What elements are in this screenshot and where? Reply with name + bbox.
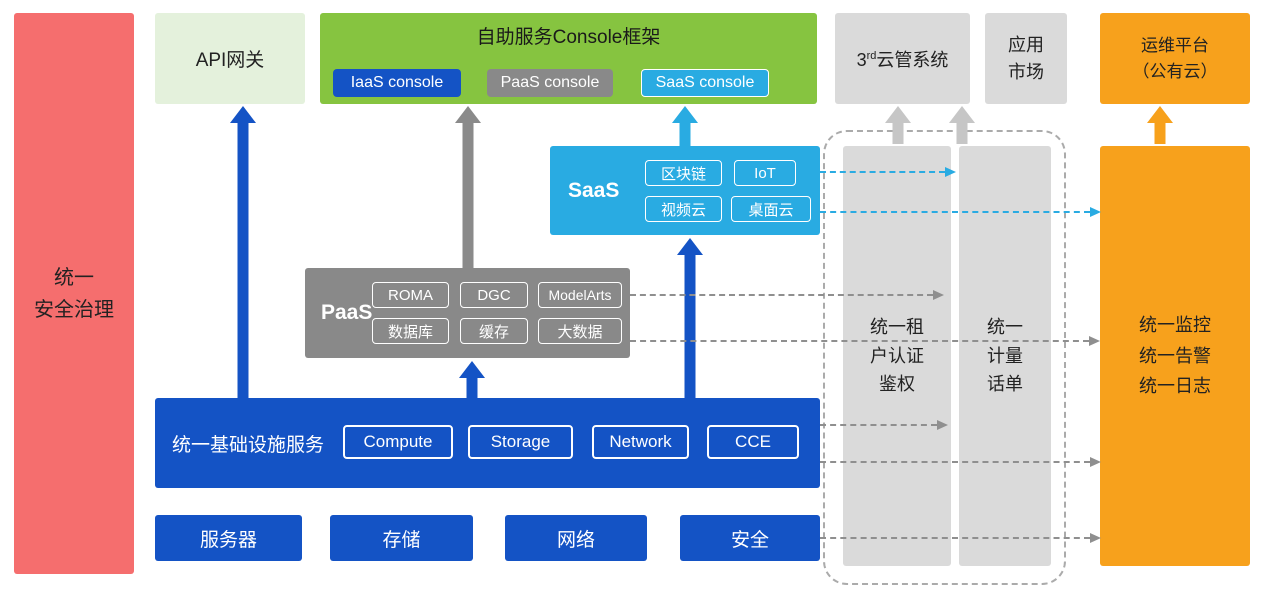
bigdata-chip: 大数据 <box>538 318 622 344</box>
paas-console-chip: PaaS console <box>487 69 613 97</box>
dgc-chip: DGC <box>460 282 528 308</box>
paas-box: PaaS ROMA DGC ModelArts 数据库 缓存 大数据 <box>305 268 630 358</box>
security-governance-bar: 统一 安全治理 <box>14 13 134 574</box>
infra-to-api-gateway-arrow <box>229 106 257 398</box>
monitoring-pillar-label: 统一监控 统一告警 统一日志 <box>1139 315 1211 397</box>
third-party-cms-box: 3rd云管系统 <box>835 13 970 104</box>
paas-to-billing-dashed-arrow <box>630 290 944 300</box>
saas-console-chip: SaaS console <box>641 69 769 97</box>
iot-chip: IoT <box>734 160 796 186</box>
integration-dashed-container <box>823 130 1066 585</box>
cache-chip: 缓存 <box>460 318 528 344</box>
security-box: 安全 <box>680 515 820 561</box>
iaas-console-chip: IaaS console <box>333 69 461 97</box>
console-frame-box: 自助服务Console框架 IaaS console PaaS console … <box>320 13 817 104</box>
network-box: 网络 <box>505 515 647 561</box>
paas-to-monitoring-dashed-arrow <box>630 336 1100 346</box>
api-gateway-label: API网关 <box>195 50 265 71</box>
saas-to-monitoring-dashed-arrow <box>820 207 1101 217</box>
cce-chip: CCE <box>707 425 799 459</box>
security-to-monitoring-dashed-arrow <box>820 533 1101 543</box>
app-market-box: 应用 市场 <box>985 13 1067 104</box>
monitoring-to-ops-arrow <box>1146 106 1174 144</box>
saas-box: SaaS 区块链 IoT 视频云 桌面云 <box>550 146 820 235</box>
saas-label: SaaS <box>568 178 620 202</box>
third-party-cms-rest: 云管系统 <box>876 49 949 70</box>
third-party-cms-sup: rd <box>866 49 877 62</box>
paas-label: PaaS <box>321 301 373 324</box>
app-market-label: 应用 市场 <box>1008 34 1044 82</box>
auth-pillar-label: 统一租 户认证 鉴权 <box>870 316 924 395</box>
desktop-cloud-chip: 桌面云 <box>731 196 811 222</box>
api-gateway-box: API网关 <box>155 13 305 104</box>
saas-to-auth-dashed-arrow <box>820 167 956 177</box>
infra-to-saas-arrow <box>676 238 704 398</box>
ops-platform-label: 运维平台 （公有云） <box>1132 36 1218 81</box>
billing-pillar: 统一 计量 话单 <box>959 146 1051 566</box>
paas-to-console-arrow <box>454 106 482 268</box>
ops-platform-box: 运维平台 （公有云） <box>1100 13 1250 104</box>
modelarts-chip: ModelArts <box>538 282 622 308</box>
network-chip: Network <box>592 425 689 459</box>
billing-to-cms-arrow <box>948 106 976 144</box>
third-party-cms-label: 3rd云管系统 <box>857 46 949 72</box>
blockchain-chip: 区块链 <box>645 160 722 186</box>
infrastructure-label: 统一基础设施服务 <box>172 434 325 456</box>
infra-to-monitoring-dashed-arrow <box>820 457 1101 467</box>
third-party-cms-num: 3 <box>856 49 867 70</box>
auth-pillar: 统一租 户认证 鉴权 <box>843 146 951 566</box>
infra-to-billing-dashed-arrow <box>820 420 948 430</box>
server-box: 服务器 <box>155 515 302 561</box>
roma-chip: ROMA <box>372 282 449 308</box>
storage-box: 存储 <box>330 515 473 561</box>
security-governance-label: 统一 安全治理 <box>34 266 114 321</box>
console-frame-title: 自助服务Console框架 <box>476 27 661 48</box>
infra-to-paas-arrow <box>458 361 486 398</box>
database-chip: 数据库 <box>372 318 449 344</box>
billing-pillar-label: 统一 计量 话单 <box>987 316 1023 395</box>
saas-to-console-arrow <box>671 106 699 146</box>
video-cloud-chip: 视频云 <box>645 196 722 222</box>
storage-chip: Storage <box>468 425 573 459</box>
auth-to-cms-arrow <box>884 106 912 144</box>
monitoring-pillar: 统一监控 统一告警 统一日志 <box>1100 146 1250 566</box>
compute-chip: Compute <box>343 425 453 459</box>
infrastructure-box: 统一基础设施服务 Compute Storage Network CCE <box>155 398 820 488</box>
